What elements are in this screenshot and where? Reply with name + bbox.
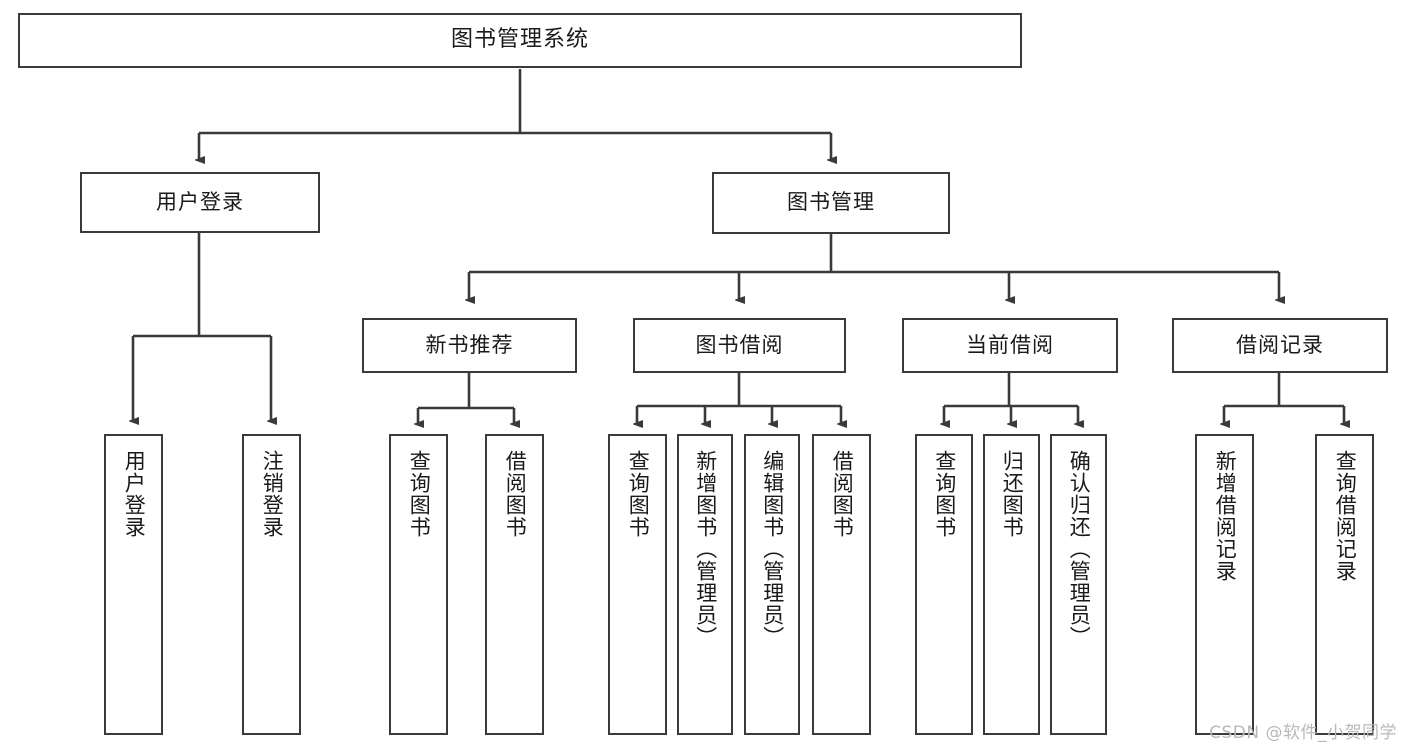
node-book-manage[interactable]: 图书管理: [712, 172, 950, 234]
node-label: 借阅记录: [1236, 332, 1324, 357]
node-label: 用户登录: [156, 189, 244, 214]
node-leaf-query-book-2[interactable]: 查询图书: [608, 434, 667, 735]
node-leaf-borrow-book-2[interactable]: 借阅图书: [812, 434, 871, 735]
node-label: 图书借阅: [695, 332, 784, 357]
node-leaf-query-book-3[interactable]: 查询图书: [915, 434, 973, 735]
node-leaf-borrow-book-1[interactable]: 借阅图书: [485, 434, 544, 735]
node-label: 新增图书（管理员）: [693, 450, 718, 648]
node-leaf-return-book[interactable]: 归还图书: [983, 434, 1040, 735]
node-label: 查询图书: [626, 450, 651, 538]
node-label: 借阅图书: [830, 450, 855, 538]
node-label: 查询图书: [407, 450, 432, 538]
node-leaf-add-record[interactable]: 新增借阅记录: [1195, 434, 1254, 735]
node-label: 注销登录: [260, 450, 285, 538]
node-leaf-logout[interactable]: 注销登录: [242, 434, 301, 735]
node-book-borrow[interactable]: 图书借阅: [633, 318, 846, 373]
node-label: 新增借阅记录: [1213, 450, 1238, 582]
node-label: 图书管理: [787, 190, 875, 215]
node-new-book-recommend[interactable]: 新书推荐: [362, 318, 577, 373]
node-user-login[interactable]: 用户登录: [80, 172, 320, 233]
node-leaf-confirm-return[interactable]: 确认归还（管理员）: [1050, 434, 1107, 735]
node-label: 新书推荐: [425, 332, 514, 357]
csdn-watermark: CSDN @软件_小贺同学: [1209, 723, 1397, 743]
node-leaf-add-book[interactable]: 新增图书（管理员）: [677, 434, 733, 735]
node-label: 借阅图书: [503, 450, 528, 538]
node-borrow-record[interactable]: 借阅记录: [1172, 318, 1388, 373]
node-root-book-management-system[interactable]: 图书管理系统: [18, 13, 1022, 68]
node-label: 编辑图书（管理员）: [760, 450, 785, 648]
node-leaf-edit-book[interactable]: 编辑图书（管理员）: [744, 434, 800, 735]
node-label: 图书管理系统: [450, 27, 589, 53]
node-label: 用户登录: [122, 450, 147, 538]
node-label: 查询图书: [932, 450, 957, 538]
node-leaf-query-record[interactable]: 查询借阅记录: [1315, 434, 1374, 735]
node-current-borrow[interactable]: 当前借阅: [902, 318, 1118, 373]
node-leaf-query-book-1[interactable]: 查询图书: [389, 434, 448, 735]
node-label: 确认归还（管理员）: [1067, 450, 1092, 648]
node-label: 当前借阅: [966, 332, 1054, 357]
node-label: 查询借阅记录: [1333, 450, 1358, 582]
node-leaf-user-login[interactable]: 用户登录: [104, 434, 163, 735]
node-label: 归还图书: [1000, 450, 1025, 538]
